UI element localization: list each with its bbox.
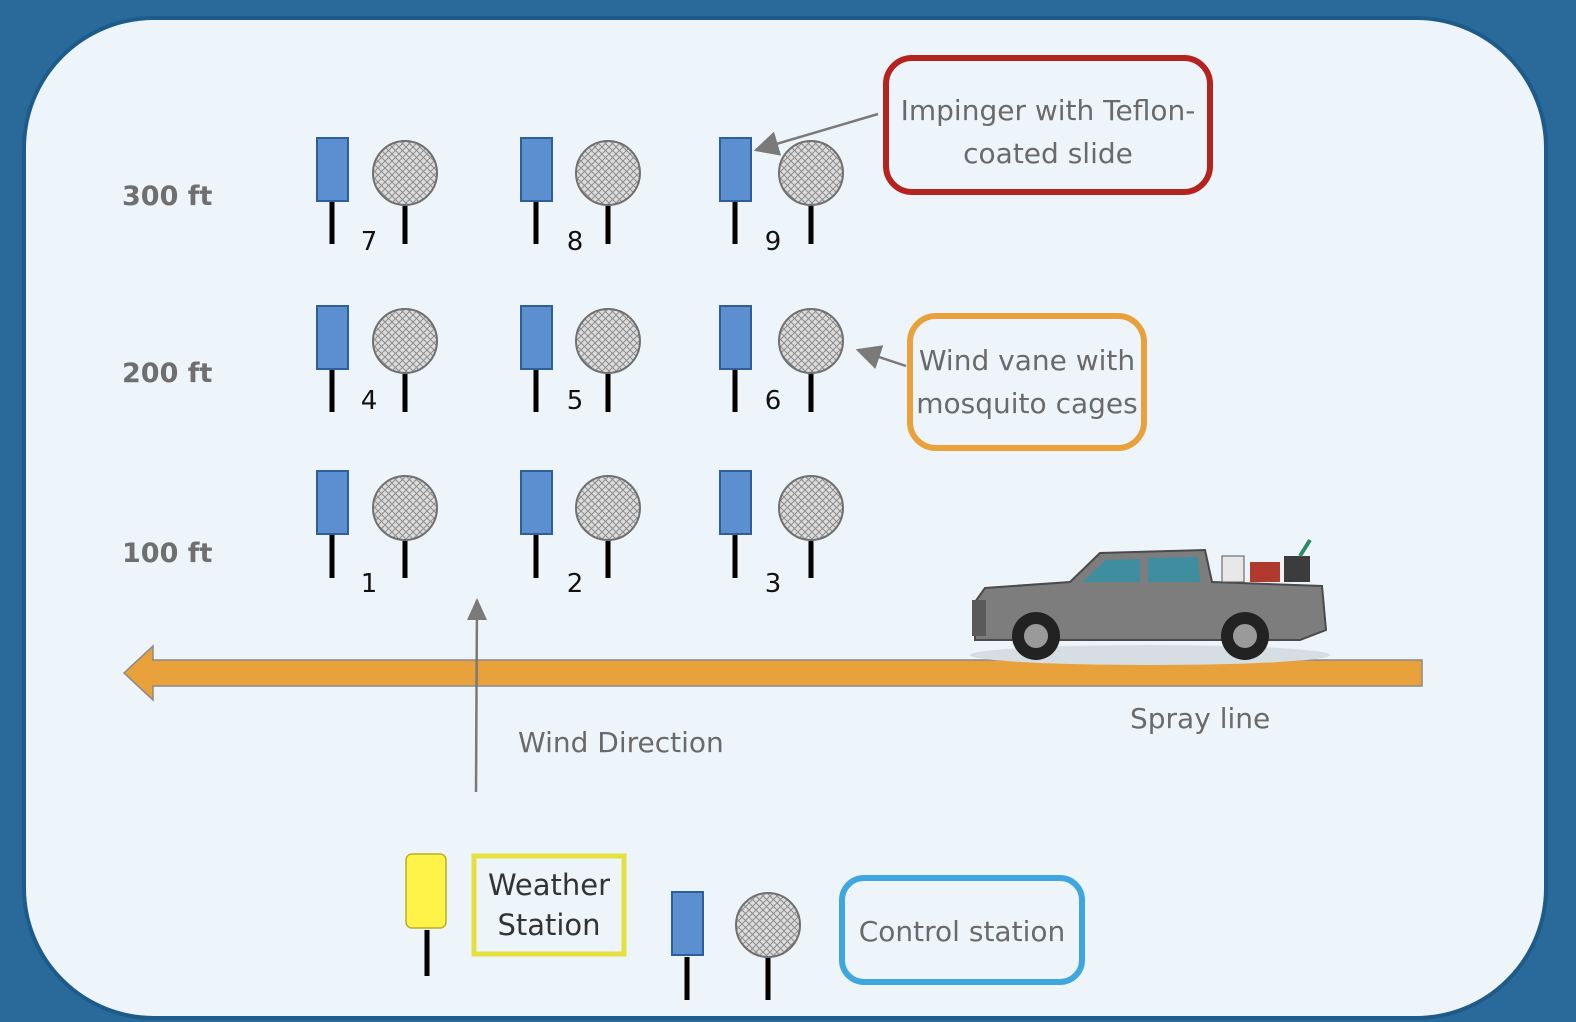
mosquito-cage-icon	[575, 475, 641, 541]
station-1: 7	[316, 137, 438, 257]
mosquito-cage-icon	[575, 308, 641, 374]
weather-station-callout-box	[471, 853, 627, 957]
impinger-callout-line1: Impinger with Teflon-	[901, 94, 1196, 127]
distance-label-300: 300 ft	[122, 181, 213, 212]
impinger-pointer-arrow	[753, 112, 879, 156]
station-number: 6	[765, 386, 782, 416]
weather-station-line1: Weather	[488, 868, 610, 902]
mosquito-cage-icon	[372, 140, 438, 206]
spray-line-label: Spray line	[1130, 702, 1270, 735]
station-3: 9	[719, 137, 844, 257]
station-4: 4	[316, 305, 438, 416]
station-2: 8	[520, 137, 641, 257]
spray-line-arrow	[122, 644, 1423, 702]
station-7: 1	[316, 470, 438, 599]
mosquito-cage-icon	[778, 308, 844, 374]
impinger-icon	[520, 305, 553, 370]
mosquito-cage-icon	[575, 140, 641, 206]
wind-direction-label: Wind Direction	[518, 726, 724, 759]
control-station	[671, 891, 801, 1000]
sampling-stations: 7 8 9 4 5 6 1 2 3	[316, 137, 844, 599]
impinger-icon	[316, 305, 349, 370]
station-9: 3	[719, 470, 844, 599]
station-number: 7	[361, 227, 378, 257]
station-number: 4	[361, 386, 378, 416]
mosquito-cage-icon	[778, 140, 844, 206]
impinger-icon	[719, 470, 752, 535]
weather-station-icon	[405, 853, 447, 929]
station-number: 1	[361, 569, 378, 599]
station-number: 3	[765, 569, 782, 599]
impinger-callout-box	[883, 55, 1213, 195]
impinger-icon	[719, 305, 752, 370]
wind-direction-arrow	[474, 599, 479, 793]
impinger-icon	[316, 137, 349, 202]
impinger-callout-line2: coated slide	[963, 137, 1133, 170]
station-5: 5	[520, 305, 641, 416]
control-station-callout-box	[839, 875, 1085, 985]
wind-vane-callout-box	[907, 313, 1147, 451]
wind-vane-callout-line1: Wind vane with	[919, 344, 1135, 377]
control-cage-icon	[735, 892, 801, 958]
station-number: 2	[567, 569, 584, 599]
impinger-icon	[316, 470, 349, 535]
impinger-icon	[719, 137, 752, 202]
weather-station-line2: Station	[497, 908, 600, 942]
distance-label-200: 200 ft	[122, 358, 213, 389]
station-6: 6	[719, 305, 844, 416]
wind-vane-pointer-arrow	[855, 345, 907, 369]
impinger-icon	[520, 470, 553, 535]
distance-label-100: 100 ft	[122, 538, 213, 569]
spray-truck-icon	[970, 538, 1330, 665]
control-station-label: Control station	[859, 915, 1065, 948]
impinger-icon	[520, 137, 553, 202]
mosquito-cage-icon	[372, 475, 438, 541]
station-number: 9	[765, 227, 782, 257]
wind-arrowhead-icon	[467, 598, 487, 620]
mosquito-cage-icon	[778, 475, 844, 541]
station-number: 8	[567, 227, 584, 257]
station-number: 5	[567, 386, 584, 416]
station-8: 2	[520, 470, 641, 599]
wind-vane-callout-line2: mosquito cages	[916, 387, 1137, 420]
mosquito-cage-icon	[372, 308, 438, 374]
control-impinger-icon	[671, 891, 704, 956]
